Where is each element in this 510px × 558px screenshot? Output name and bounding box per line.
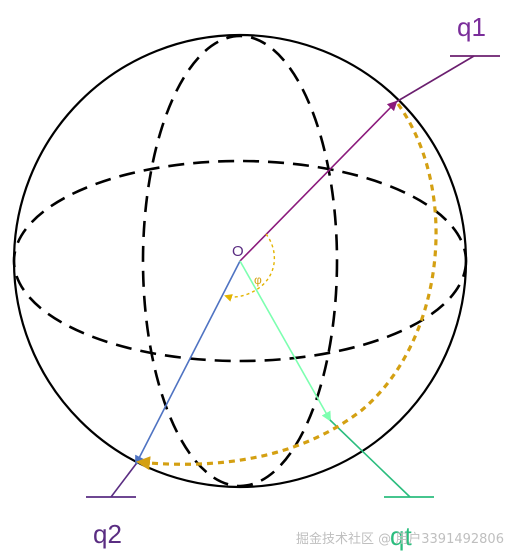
qt-label: qt	[390, 521, 412, 551]
phi-angle-arc	[224, 233, 276, 302]
q1-label: q1	[457, 12, 486, 42]
phi-label: φ	[254, 273, 262, 287]
equator-ellipse	[12, 159, 468, 363]
qt-vector-extension	[329, 419, 411, 498]
q2-vector-extension	[110, 463, 137, 498]
q2-label: q2	[93, 519, 122, 549]
slerp-arc	[136, 103, 438, 471]
meridian-ellipse	[141, 34, 339, 488]
q1-vector-extension	[395, 55, 475, 103]
watermark-text: 掘金技术社区 @ 用户3391492806	[296, 531, 504, 547]
q2-vector	[135, 260, 241, 466]
origin-label: O	[232, 243, 244, 260]
qt-vector	[239, 260, 331, 422]
